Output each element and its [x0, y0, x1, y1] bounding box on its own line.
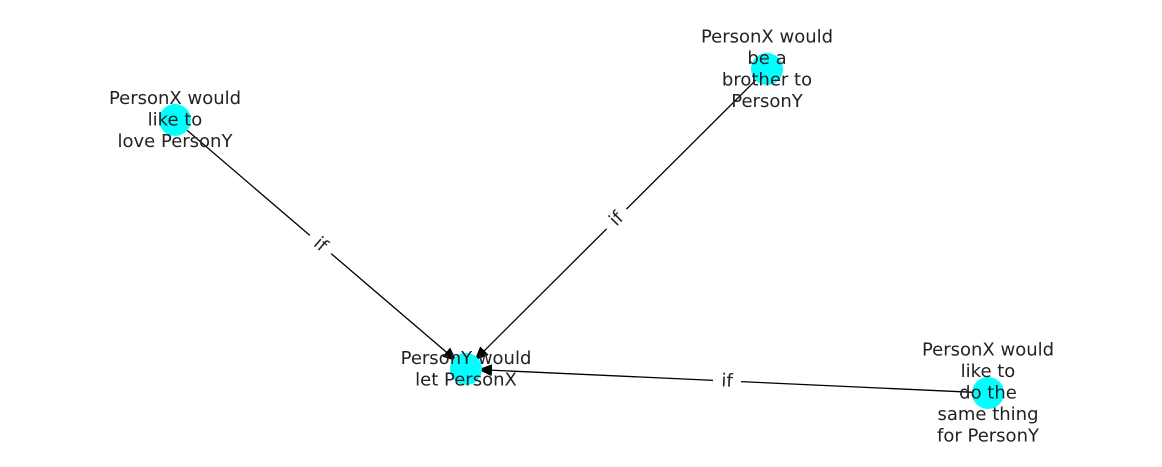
node-label-line: let PersonX [415, 369, 517, 390]
edge-label-group-brother: if [598, 200, 635, 238]
edge-labels-layer: if if if [302, 200, 742, 394]
node-circle-center [450, 353, 482, 385]
node-label-line: like to [148, 110, 203, 131]
node-label-line: love PersonY [118, 131, 234, 152]
edge-label-background [598, 200, 635, 238]
edge-label: if [721, 370, 734, 392]
node-label-line: PersonX would [109, 88, 241, 109]
node-label-line: like to [961, 361, 1016, 382]
node-label-line: same thing [937, 404, 1038, 425]
node-label-line: for PersonY [937, 426, 1040, 447]
nodes-layer [159, 53, 1004, 409]
node-label-line: PersonX would [701, 26, 833, 47]
node-circle-brother [751, 53, 783, 85]
edge-label-background [712, 368, 742, 394]
node-circle-love [159, 104, 191, 136]
edges-layer [183, 77, 977, 394]
node-label-line: brother to [722, 69, 812, 90]
node-label-line: do the [959, 383, 1017, 404]
edge-label-group-love: if [302, 226, 339, 263]
edge-label-group-same: if [712, 368, 742, 394]
node-label-line: PersonX would [922, 340, 1054, 361]
node-label-line: be a [747, 48, 786, 69]
node-label-line: PersonY [731, 91, 803, 112]
node-label-line: PersonY would [401, 348, 532, 369]
edge-label-background [302, 226, 339, 263]
node-circle-same [972, 377, 1004, 409]
